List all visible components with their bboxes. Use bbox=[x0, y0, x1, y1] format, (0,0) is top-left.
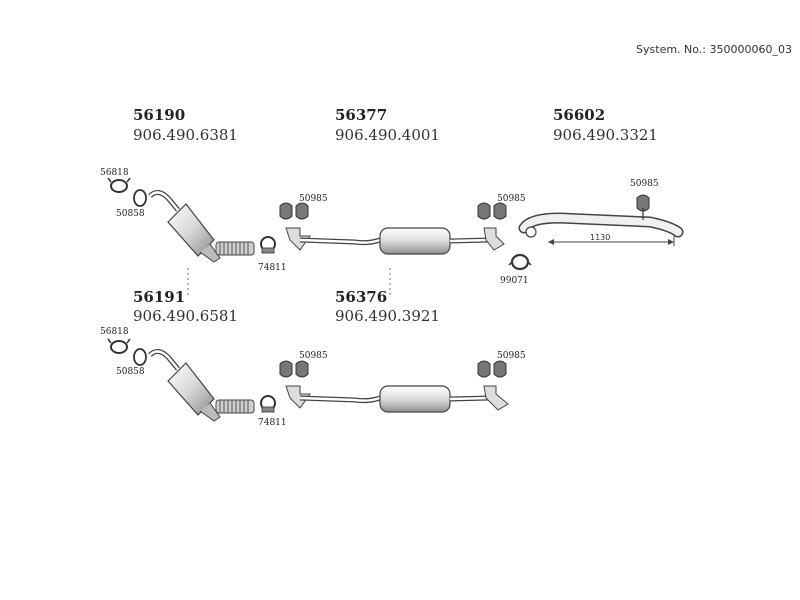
label-50985-top-b: 50985 bbox=[497, 194, 526, 204]
label-74811-top: 74811 bbox=[258, 263, 287, 273]
label-99071: 99071 bbox=[500, 276, 529, 286]
oem-number-56190: 906.490.6381 bbox=[133, 126, 238, 144]
part-number-56191[interactable]: 56191 bbox=[133, 288, 186, 306]
rear-pipe-56602[interactable] bbox=[518, 212, 684, 238]
label-56818-bottom: 56818 bbox=[100, 327, 129, 337]
clamp-56818-top[interactable] bbox=[107, 177, 131, 193]
label-50858-bottom: 50858 bbox=[116, 367, 145, 377]
label-50858-top: 50858 bbox=[116, 209, 145, 219]
oem-number-56602: 906.490.3321 bbox=[553, 126, 658, 144]
oem-number-56376: 906.490.3921 bbox=[335, 307, 440, 325]
clamp-74811-bottom[interactable] bbox=[260, 395, 276, 413]
label-56818-top: 56818 bbox=[100, 168, 129, 178]
oem-number-56191: 906.490.6581 bbox=[133, 307, 238, 325]
part-number-56190[interactable]: 56190 bbox=[133, 106, 186, 124]
label-74811-bottom: 74811 bbox=[258, 418, 287, 428]
clamp-56818-bottom[interactable] bbox=[107, 338, 131, 354]
clamp-74811-top[interactable] bbox=[260, 236, 276, 254]
part-number-56377[interactable]: 56377 bbox=[335, 106, 388, 124]
centre-muffler-56376[interactable] bbox=[285, 385, 509, 413]
rubber-mount-50985-bottom-a[interactable] bbox=[279, 360, 309, 378]
rubber-mount-50985-top-a[interactable] bbox=[279, 202, 309, 220]
rubber-mount-50985-top-b[interactable] bbox=[477, 202, 507, 220]
system-number: System. No.: 350000060_03 bbox=[636, 43, 792, 56]
part-number-56602[interactable]: 56602 bbox=[553, 106, 606, 124]
rubber-mount-50985-top-c[interactable] bbox=[636, 194, 650, 220]
clamp-99071[interactable] bbox=[508, 253, 532, 271]
catalytic-converter-56191[interactable] bbox=[148, 349, 255, 422]
gasket-50858-bottom[interactable] bbox=[133, 348, 147, 366]
part-number-56376[interactable]: 56376 bbox=[335, 288, 388, 306]
centre-muffler-56377[interactable] bbox=[285, 227, 505, 255]
label-50985-bottom-b: 50985 bbox=[497, 351, 526, 361]
dimension-value: 1130 bbox=[590, 233, 610, 242]
label-50985-top-a: 50985 bbox=[299, 194, 328, 204]
label-50985-top-c: 50985 bbox=[630, 179, 659, 189]
catalytic-converter-56190[interactable] bbox=[148, 190, 255, 263]
gasket-50858-top[interactable] bbox=[133, 189, 147, 207]
oem-number-56377: 906.490.4001 bbox=[335, 126, 440, 144]
rubber-mount-50985-bottom-b[interactable] bbox=[477, 360, 507, 378]
dimension-1130: 1130 bbox=[548, 233, 675, 246]
label-50985-bottom-a: 50985 bbox=[299, 351, 328, 361]
